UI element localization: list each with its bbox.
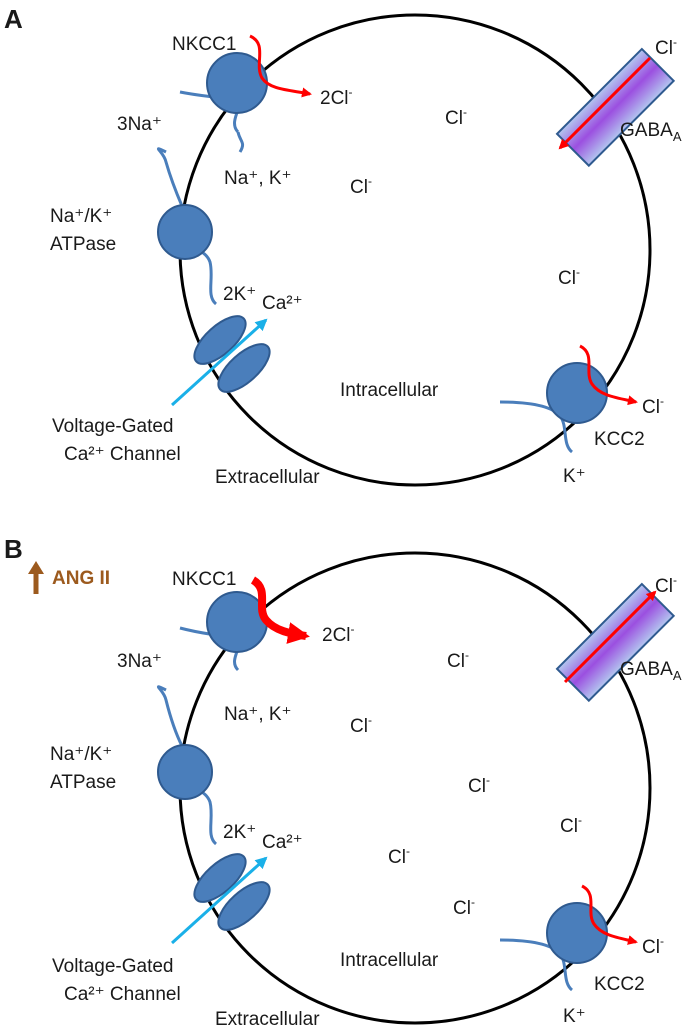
vgcc-label-line2: Ca²⁺ Channel: [64, 984, 181, 1005]
two-k-label: 2K⁺: [223, 284, 256, 305]
nkcc1-label: NKCC1: [172, 569, 236, 590]
gaba-a-label: GABAA: [620, 120, 682, 144]
kcc2-label: KCC2: [594, 429, 645, 450]
panel-b: B ANG II NKCC1 2Cl- Na⁺, K⁺ 3Na⁺ Na⁺/K⁺ …: [4, 534, 682, 1030]
kcc2-label: KCC2: [594, 974, 645, 995]
intracellular-cl: Cl-: [350, 174, 372, 198]
ca-label: Ca²⁺: [262, 293, 303, 314]
three-na-label: 3Na⁺: [117, 114, 162, 135]
intracellular-label: Intracellular: [340, 950, 439, 971]
three-na-label: 3Na⁺: [117, 651, 162, 672]
extracellular-cl: Cl-: [655, 573, 677, 597]
nkcc1-transporter: [179, 34, 312, 153]
na-k-atpase: [156, 147, 218, 306]
two-cl-label: 2Cl-: [322, 622, 355, 646]
na-k-pump-label: Na⁺/K⁺: [50, 744, 112, 765]
intracellular-cl: Cl-: [388, 844, 410, 868]
voltage-gated-calcium-channel: [170, 853, 271, 945]
gaba-a-receptor: [555, 47, 676, 168]
atpase-label: ATPase: [50, 772, 116, 793]
nkcc1-transporter: [179, 576, 310, 672]
extracellular-label: Extracellular: [215, 467, 320, 488]
gaba-a-label: GABAA: [620, 659, 682, 683]
vgcc-label-line1: Voltage-Gated: [52, 416, 173, 437]
ang-ii-label: ANG II: [52, 568, 110, 589]
extracellular-cl: Cl-: [655, 35, 677, 59]
na-k-atpase: [156, 685, 218, 846]
ang-ii-up-arrow-icon: [28, 561, 44, 594]
atpase-label: ATPase: [50, 234, 116, 255]
two-cl-label: 2Cl-: [320, 85, 353, 109]
intracellular-cl: Cl-: [558, 265, 580, 289]
kcc2-transporter: [499, 884, 638, 992]
panel-b-label: B: [4, 534, 23, 564]
intracellular-cl: Cl-: [445, 105, 467, 129]
kcc2-transporter: [499, 344, 638, 454]
vgcc-label-line1: Voltage-Gated: [52, 956, 173, 977]
intracellular-cl: Cl-: [453, 895, 475, 919]
intracellular-cl: Cl-: [447, 648, 469, 672]
intracellular-cl: Cl-: [560, 813, 582, 837]
k-label: K⁺: [563, 1006, 586, 1027]
voltage-gated-calcium-channel: [170, 315, 271, 407]
panel-a: A NKCC1 2Cl- Na⁺, K⁺ 3Na⁺ Na⁺/K⁺ ATPase …: [4, 4, 682, 488]
intracellular-label: Intracellular: [340, 380, 439, 401]
na-k-label: Na⁺, K⁺: [224, 704, 292, 725]
na-k-pump-label: Na⁺/K⁺: [50, 206, 112, 227]
kcc2-cl-label: Cl-: [642, 934, 664, 958]
na-k-label: Na⁺, K⁺: [224, 168, 292, 189]
kcc2-cl-label: Cl-: [642, 394, 664, 418]
panel-a-label: A: [4, 4, 23, 34]
ca-label: Ca²⁺: [262, 832, 303, 853]
vgcc-label-line2: Ca²⁺ Channel: [64, 444, 181, 465]
two-k-label: 2K⁺: [223, 822, 256, 843]
intracellular-cl: Cl-: [350, 713, 372, 737]
k-label: K⁺: [563, 466, 586, 487]
intracellular-cl: Cl-: [468, 773, 490, 797]
gaba-a-receptor: [555, 582, 676, 703]
nkcc1-label: NKCC1: [172, 34, 236, 55]
extracellular-label: Extracellular: [215, 1009, 320, 1030]
